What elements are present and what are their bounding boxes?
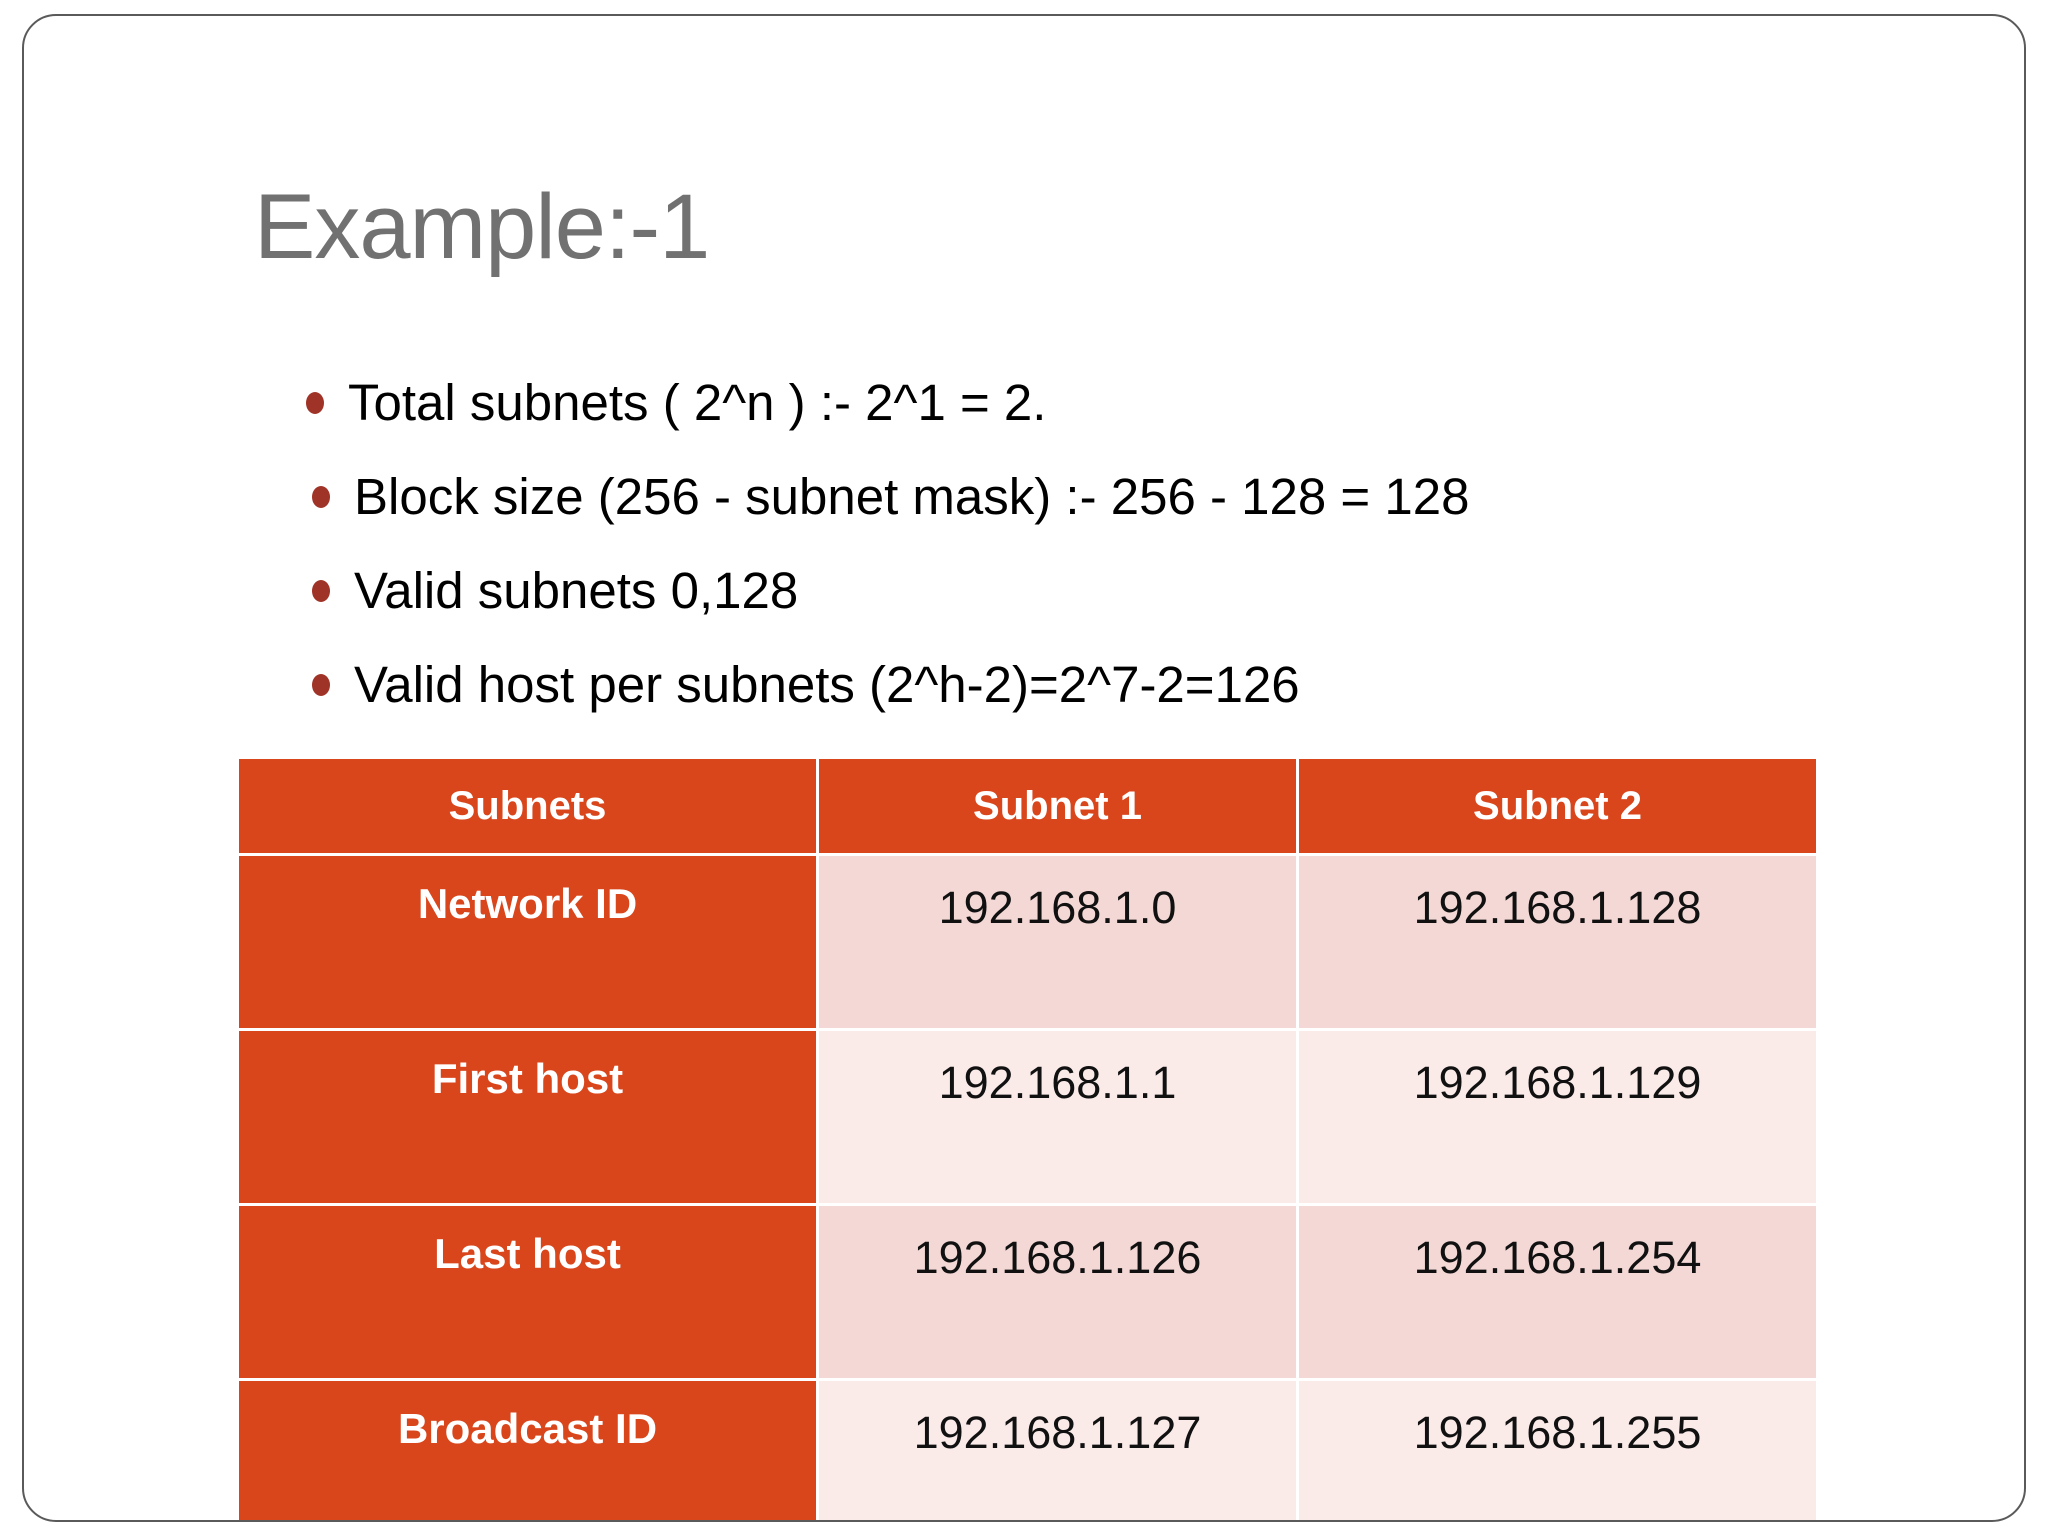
page-title: Example:-1	[254, 176, 710, 278]
bullet-dot-icon	[312, 674, 330, 696]
bullet-text: Valid host per subnets (2^h-2)=2^7-2=126	[354, 656, 1300, 714]
cell-broadcast-id-subnet-1: 192.168.1.127	[816, 1378, 1299, 1520]
bullet-text: Valid subnets 0,128	[354, 562, 799, 620]
cell-network-id-subnet-1: 192.168.1.0	[816, 853, 1299, 1031]
cell-first-host-subnet-2: 192.168.1.129	[1296, 1028, 1819, 1206]
cell-network-id-subnet-2: 192.168.1.128	[1296, 853, 1819, 1031]
table-row: Network ID 192.168.1.0 192.168.1.128	[236, 853, 1819, 1031]
table-header-row: Subnets Subnet 1 Subnet 2	[236, 756, 1819, 856]
row-label-broadcast-id: Broadcast ID	[236, 1378, 819, 1520]
cell-first-host-subnet-1: 192.168.1.1	[816, 1028, 1299, 1206]
list-item: Block size (256 - subnet mask) :- 256 - …	[304, 450, 1964, 544]
cell-broadcast-id-subnet-2: 192.168.1.255	[1296, 1378, 1819, 1520]
row-label-last-host: Last host	[236, 1203, 819, 1381]
slide-canvas: Example:-1 Total subnets ( 2^n ) :- 2^1 …	[22, 14, 2026, 1522]
list-item: Total subnets ( 2^n ) :- 2^1 = 2.	[304, 356, 1964, 450]
bullet-list: Total subnets ( 2^n ) :- 2^1 = 2. Block …	[304, 356, 1964, 732]
table-row: Broadcast ID 192.168.1.127 192.168.1.255	[236, 1378, 1819, 1520]
list-item: Valid subnets 0,128	[304, 544, 1964, 638]
bullet-text: Block size (256 - subnet mask) :- 256 - …	[354, 468, 1470, 526]
cell-last-host-subnet-1: 192.168.1.126	[816, 1203, 1299, 1381]
column-header-subnet-2: Subnet 2	[1296, 756, 1819, 856]
bullet-dot-icon	[306, 392, 324, 414]
row-label-network-id: Network ID	[236, 853, 819, 1031]
list-item: Valid host per subnets (2^h-2)=2^7-2=126	[304, 638, 1964, 732]
bullet-text: Total subnets ( 2^n ) :- 2^1 = 2.	[348, 374, 1047, 432]
row-label-first-host: First host	[236, 1028, 819, 1206]
bullet-dot-icon	[312, 486, 330, 508]
column-header-subnets: Subnets	[236, 756, 819, 856]
column-header-subnet-1: Subnet 1	[816, 756, 1299, 856]
table-row: First host 192.168.1.1 192.168.1.129	[236, 1028, 1819, 1206]
subnet-table: Subnets Subnet 1 Subnet 2 Network ID 192…	[236, 756, 1819, 1520]
bullet-dot-icon	[312, 580, 330, 602]
cell-last-host-subnet-2: 192.168.1.254	[1296, 1203, 1819, 1381]
table-row: Last host 192.168.1.126 192.168.1.254	[236, 1203, 1819, 1381]
